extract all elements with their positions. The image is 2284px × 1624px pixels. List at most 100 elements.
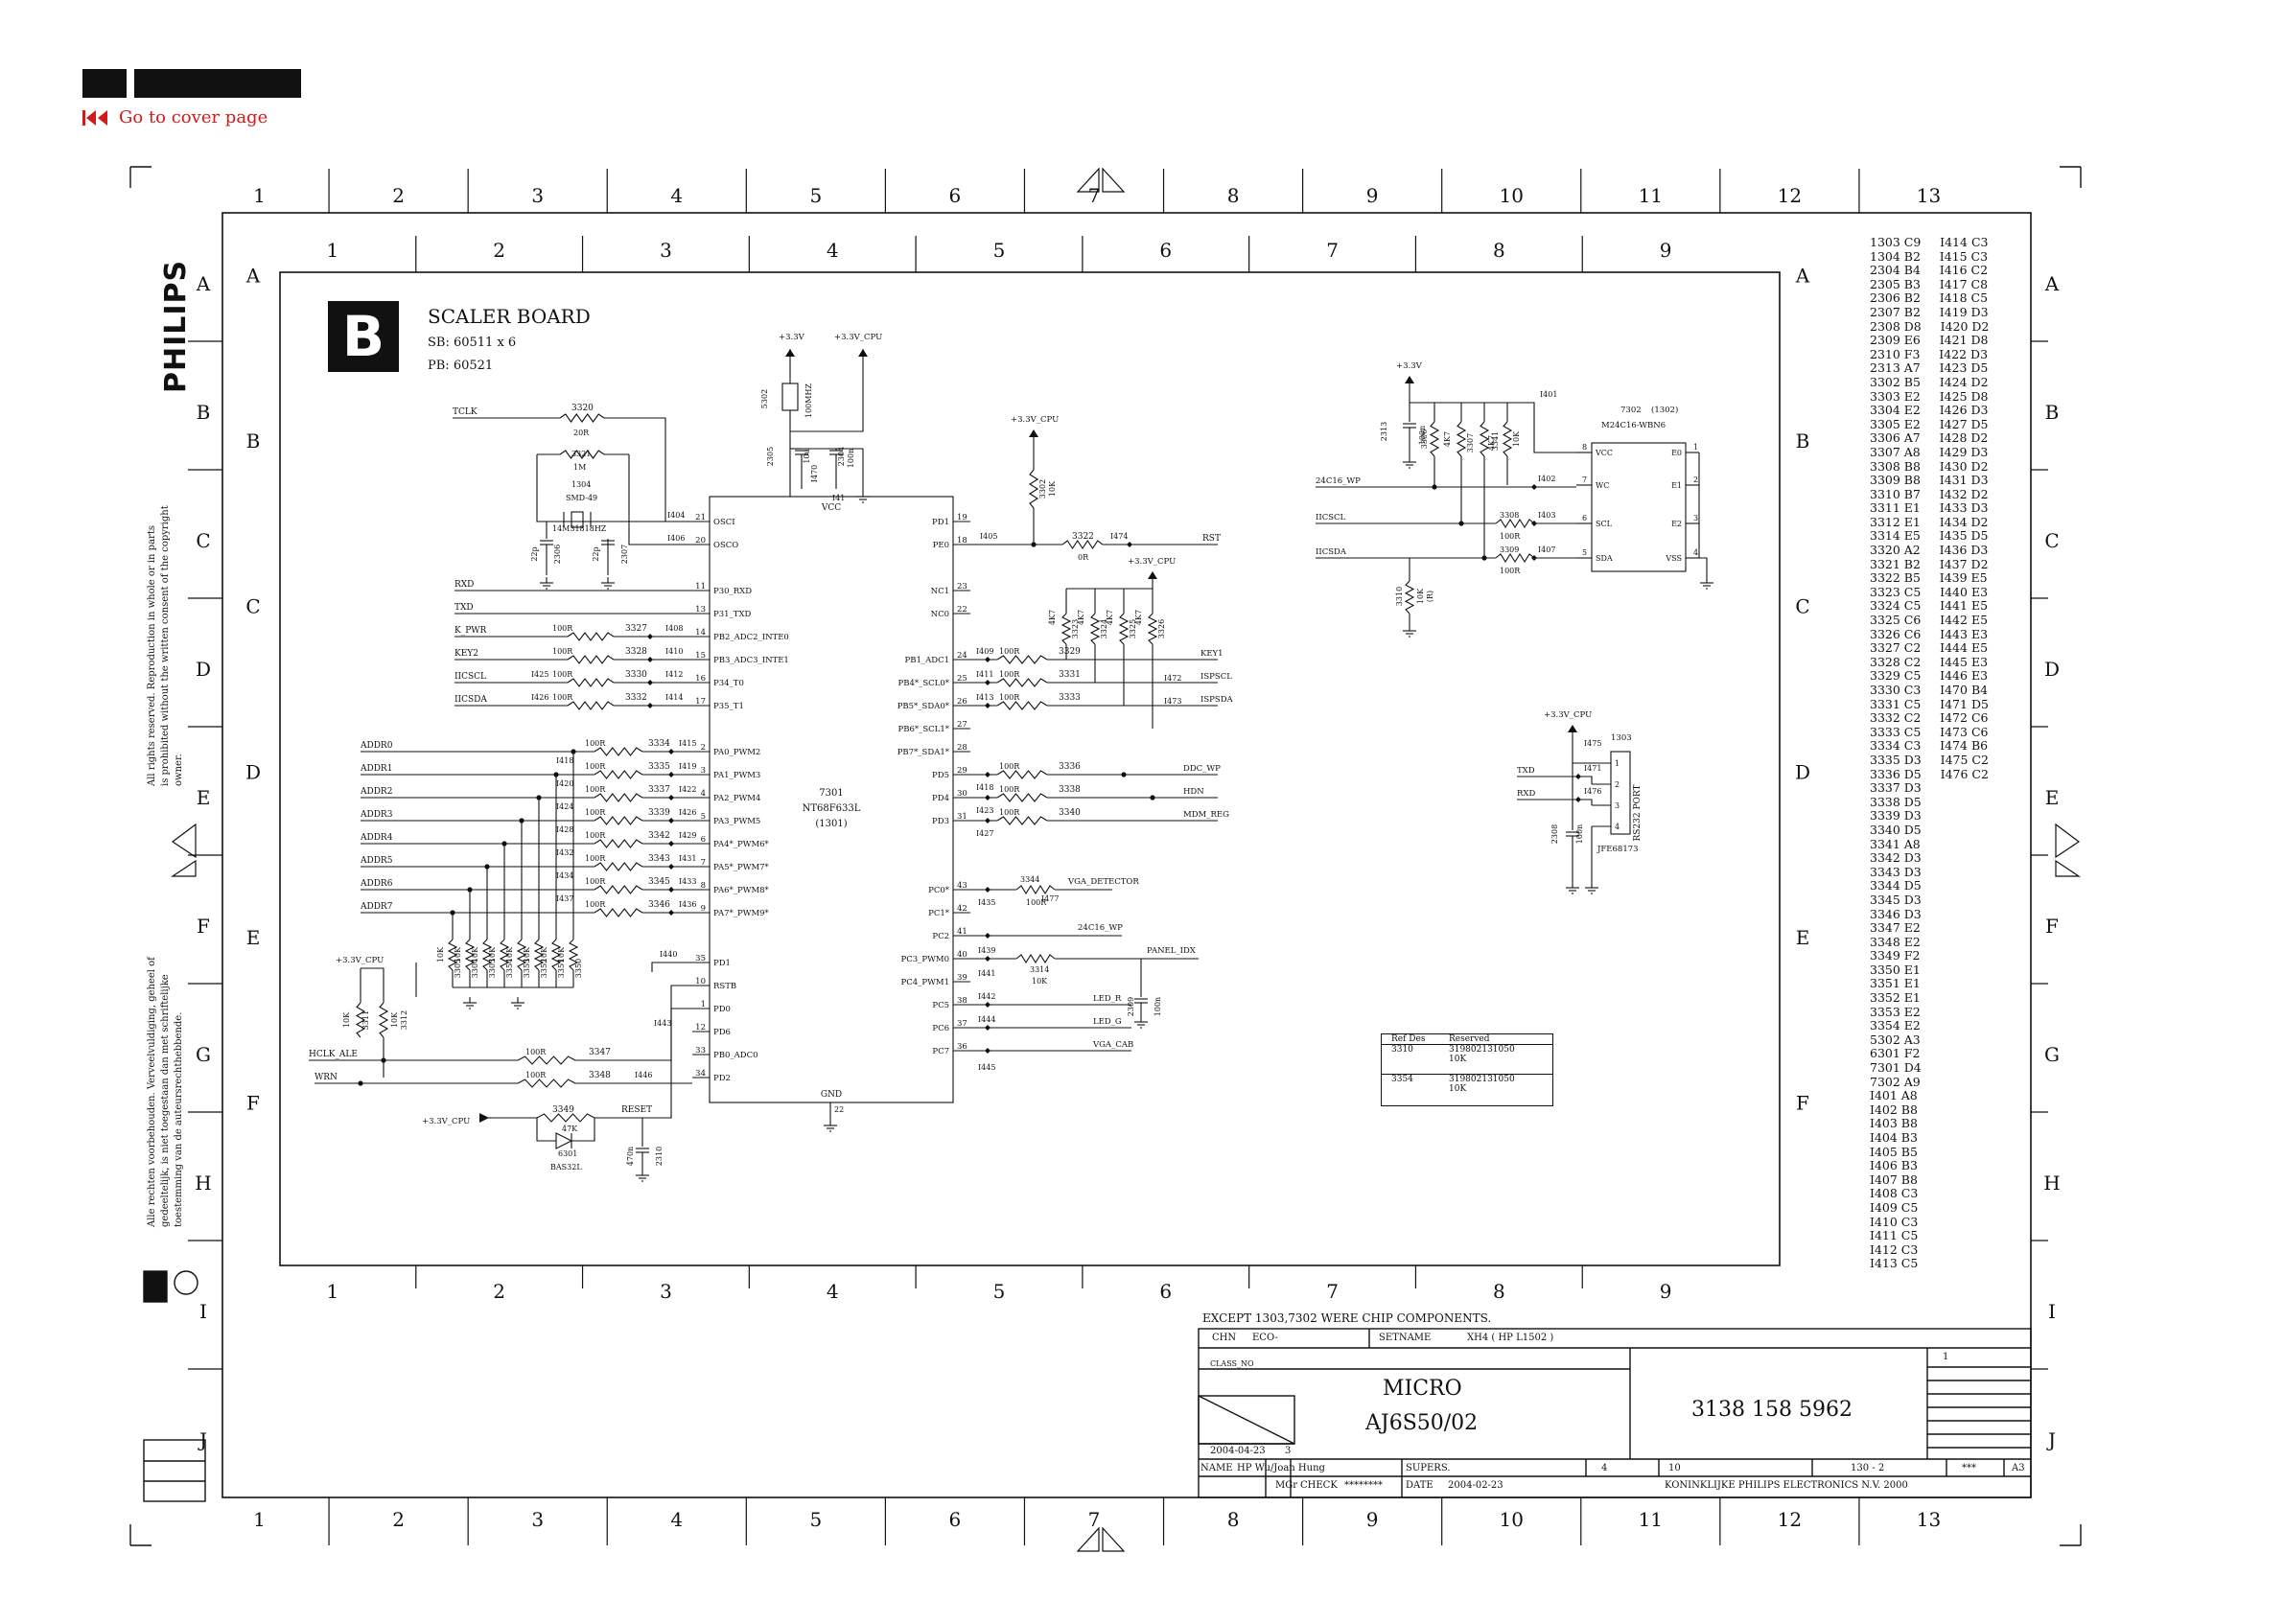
resistor-ref: 3333 (1059, 693, 1081, 703)
mcu-pin-label: P30_RXD (713, 587, 752, 596)
mcu-pin-number: 5 (701, 812, 706, 822)
resistor-symbol (517, 1056, 576, 1065)
resistor-ref: 3340 (1059, 808, 1081, 818)
capacitor-value: 22p (530, 546, 539, 561)
diode-icon (555, 1132, 573, 1149)
resistor-symbol (559, 450, 605, 459)
eco-label: ECO- (1252, 1333, 1278, 1343)
wire (1517, 799, 1593, 805)
inner-column-label: 9 (1660, 239, 1672, 262)
capacitor-ref: 2313 (1380, 422, 1388, 441)
resistor-symbol (1028, 469, 1039, 509)
resistor-value: 4K7 (1048, 610, 1057, 625)
test-point-icon (1127, 542, 1132, 547)
mcu-pin-number: 2 (701, 743, 706, 753)
resistor-symbol (1429, 421, 1440, 457)
test-point-icon (668, 841, 674, 847)
outer-row-label: F (2045, 915, 2059, 938)
mcu-pin-label: PC1* (928, 909, 950, 918)
eeprom-ref: 7302 (1620, 406, 1642, 415)
net-label: ADDR4 (360, 833, 393, 843)
testpoint-ref: I408 (665, 624, 683, 633)
outer-row-label: D (196, 658, 211, 681)
resistor-value: 100R (585, 808, 606, 817)
net-label: HCLK_ALE (309, 1050, 358, 1059)
eeprom-pin-label: E2 (1671, 520, 1682, 528)
name-value: HP Wu/Joan Hung (1237, 1463, 1325, 1473)
resistor-symbol (996, 655, 1048, 664)
testpoint-ref: I436 (679, 900, 696, 909)
go-to-cover-link[interactable]: Go to cover page (119, 107, 268, 128)
mcu-pin-label: PA0_PWM2 (713, 748, 760, 757)
outer-column-label: 2 (392, 1508, 405, 1531)
triangle-marker-icon (1076, 167, 1100, 193)
mcu-pin-number: 18 (957, 536, 967, 545)
resistor-value: 47K (562, 1125, 578, 1133)
net-label: IICSDA (1316, 547, 1347, 557)
inner-row-label: F (246, 1092, 260, 1115)
outer-column-label: 10 (1500, 184, 1524, 207)
net-label: ISPSDA (1200, 695, 1234, 705)
resistor-value: 10K (390, 1011, 399, 1028)
capacitor-ref: 2306 (553, 545, 562, 564)
mcu-pin-label: PB4*_SCL0* (897, 679, 949, 688)
mcu-pin-label: PD4 (932, 794, 949, 803)
mcu-pin-number: 15 (695, 651, 706, 661)
testpoint-ref: I428 (556, 825, 573, 834)
inner-column-label: 6 (1159, 239, 1172, 262)
resistor-symbol (499, 939, 510, 971)
outer-column-label: 7 (1088, 184, 1101, 207)
mcu-pin-number: 6 (701, 835, 706, 845)
mcu-pin-label: PC0* (928, 886, 950, 895)
mcu-pin-number: 33 (695, 1046, 706, 1056)
board-sb: SB: 60511 x 6 (428, 336, 517, 350)
mcu-pin-number: 22 (834, 1105, 844, 1114)
testpoint-ref: I431 (679, 854, 696, 863)
resistor-value: 0R (1078, 553, 1089, 562)
inductor-icon (781, 383, 799, 411)
mcu-pin-number: 19 (957, 513, 967, 522)
resistor-value: 100R (1500, 567, 1521, 575)
mcu-pin-number: 31 (957, 812, 967, 822)
testpoint-ref: I424 (556, 802, 573, 811)
mcu-pin-label: PD1 (932, 518, 949, 527)
resistor-ref: 3334 (648, 739, 670, 749)
net-label: KEY1 (1200, 649, 1224, 659)
wire (1699, 557, 1708, 577)
net-label: 24C16_WP (1078, 923, 1123, 933)
test-point-icon (668, 795, 674, 800)
mcu-pin-number: 7 (701, 858, 706, 868)
mcu-pin-number: 9 (701, 904, 706, 914)
resistor-symbol (1060, 613, 1072, 645)
testpoint-ref: I423 (976, 806, 993, 815)
test-point-icon (985, 933, 991, 939)
mcu-pin-label: P31_TXD (713, 610, 752, 619)
resistor-value: 100R (585, 900, 606, 909)
resistor-value: 10K (454, 946, 462, 963)
rewind-icon[interactable] (82, 109, 109, 127)
net-label: RXD (454, 580, 474, 590)
capacitor-ref: 2310 (655, 1147, 664, 1166)
junction-dot (1150, 795, 1155, 800)
inner-row-label: E (246, 926, 261, 949)
testpoint-ref: I420 (556, 779, 573, 788)
capacitor-value: 100n (1575, 824, 1584, 844)
power-arrow-icon (1405, 376, 1414, 383)
testpoint-ref: I402 (1538, 475, 1555, 483)
drawing-title-1: MICRO (1383, 1377, 1462, 1401)
resistor-symbol (1404, 580, 1415, 615)
testpoint-ref: I413 (976, 693, 993, 702)
net-label: ADDR0 (360, 741, 393, 751)
junction-dot (1432, 484, 1437, 490)
resistor-value: 10K (436, 946, 445, 963)
resistor-value: 100R (552, 670, 573, 679)
mcu-pin-label: PD3 (932, 817, 949, 826)
junction-dot (1031, 542, 1037, 547)
mcu-pin-label: PC7 (932, 1047, 949, 1056)
testpoint-ref: I433 (679, 877, 696, 886)
name-label: NAME (1200, 1463, 1233, 1473)
testpoint-ref: I475 (1584, 739, 1601, 748)
inner-column-label: 9 (1660, 1280, 1672, 1303)
resistor-symbol (464, 939, 476, 971)
eeprom-pin-label: VCC (1595, 449, 1613, 457)
